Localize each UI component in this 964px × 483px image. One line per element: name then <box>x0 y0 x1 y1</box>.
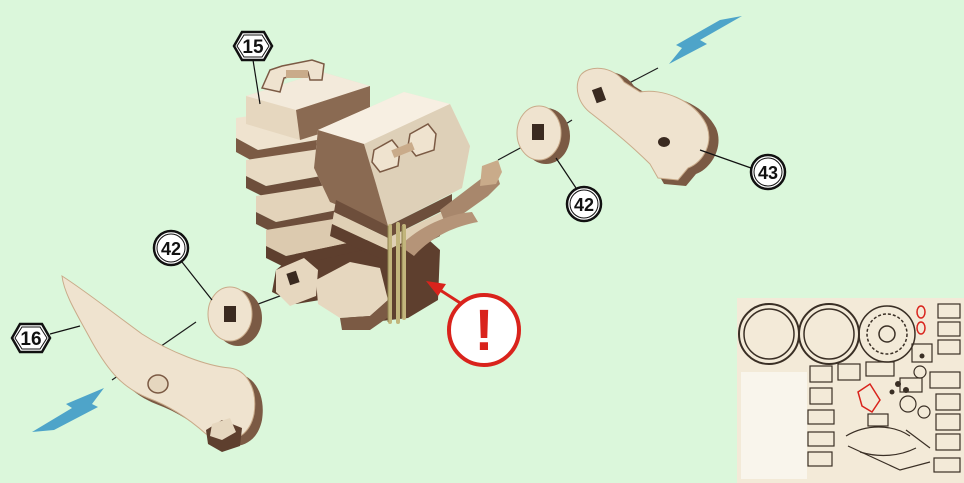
callout-label-43: 43 <box>758 163 778 183</box>
push-arrow-top-right <box>669 16 742 64</box>
parts-sheet-thumbnail <box>737 298 964 483</box>
part-engine-block <box>236 60 502 330</box>
callout-part-16: 16 <box>12 324 80 352</box>
push-arrow-bottom-left <box>32 388 104 432</box>
callout-label-42-right: 42 <box>574 195 594 215</box>
callout-label-16: 16 <box>20 329 41 350</box>
callout-label-15: 15 <box>242 37 264 58</box>
warning-symbol: ! <box>474 298 493 363</box>
part-42-spacer-right <box>517 106 570 164</box>
part-42-spacer-left <box>208 287 262 346</box>
callout-part-42-right: 42 <box>556 158 601 221</box>
callout-part-42-left: 42 <box>154 231 212 300</box>
callout-label-42-left: 42 <box>161 239 181 259</box>
part-43-crank-plate <box>577 68 718 186</box>
warning-icon: ! <box>449 295 519 365</box>
